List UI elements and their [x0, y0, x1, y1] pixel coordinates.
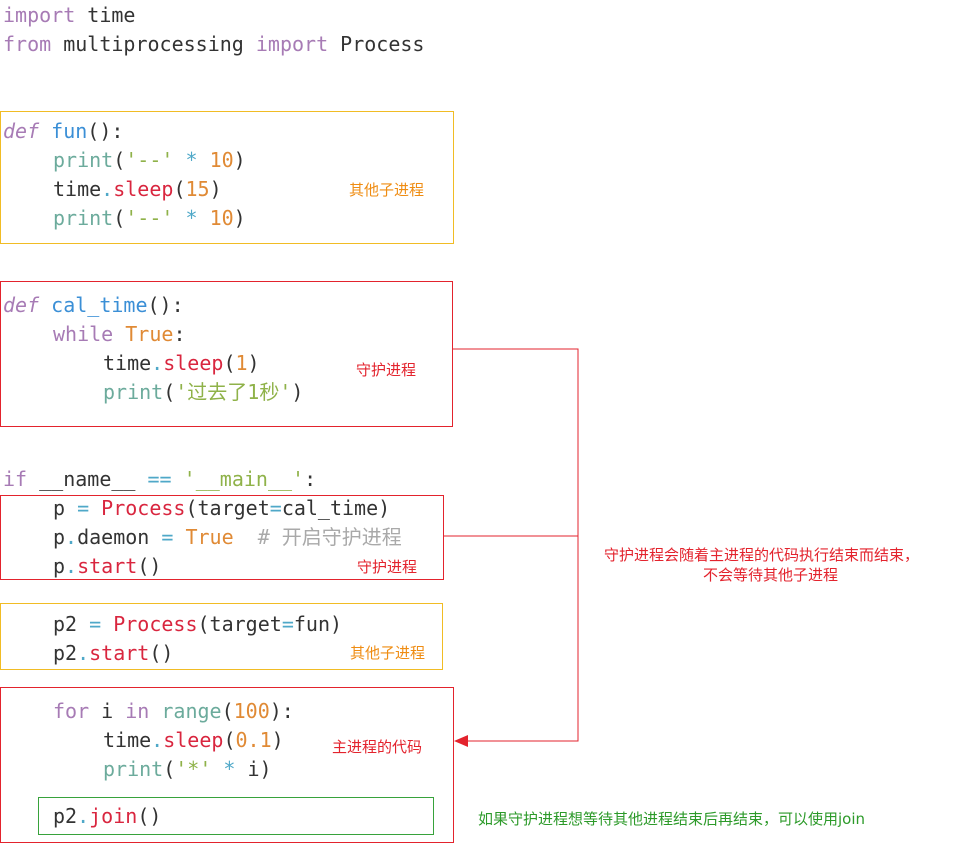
- code-line-p2-start: p2.start(): [53, 641, 174, 665]
- note-other-child-process-2: 其他子进程: [350, 644, 426, 662]
- code-line-fun-print-1: print('--' * 10): [53, 148, 246, 172]
- connector-line: [453, 348, 579, 742]
- code-line-import-time: import time: [3, 3, 136, 27]
- code-line-import-process: from multiprocessing import Process: [3, 32, 425, 56]
- note-daemon-process-2: 守护进程: [357, 558, 418, 576]
- note-daemon-explain-1: 守护进程会随着主进程的代码执行结束而结束，: [604, 546, 920, 564]
- daemon-process-box: [0, 495, 444, 580]
- code-line-for-print: print('*' * i): [103, 757, 272, 781]
- main-code-box: [0, 687, 454, 843]
- code-line-p-daemon: p.daemon = True # 开启守护进程: [53, 525, 402, 549]
- code-line-def-fun: def fun():: [3, 119, 124, 143]
- code-line-fun-sleep: time.sleep(15): [53, 177, 222, 201]
- code-line-cal-sleep: time.sleep(1): [103, 351, 260, 375]
- code-line-for: for i in range(100):: [53, 699, 294, 723]
- code-line-join: p2.join(): [53, 804, 162, 828]
- note-other-child-process-1: 其他子进程: [349, 181, 425, 199]
- cal-time-box: [0, 281, 453, 427]
- join-box: [38, 797, 434, 835]
- code-line-def-cal-time: def cal_time():: [3, 293, 184, 317]
- note-daemon-process-1: 守护进程: [356, 361, 417, 379]
- code-line-p-assign: p = Process(target=cal_time): [53, 496, 391, 520]
- fun-box: [0, 111, 454, 244]
- code-line-if-main: if __name__ == '__main__':: [3, 467, 317, 491]
- p2-process-box: [0, 603, 443, 670]
- note-main-process-code: 主进程的代码: [332, 738, 423, 756]
- code-line-cal-print: print('过去了1秒'): [103, 380, 304, 404]
- code-line-fun-print-2: print('--' * 10): [53, 206, 246, 230]
- code-line-for-sleep: time.sleep(0.1): [103, 728, 284, 752]
- note-daemon-explain-2: 不会等待其他子进程: [703, 566, 839, 584]
- arrow-head-icon: [454, 735, 468, 747]
- code-line-p2-assign: p2 = Process(target=fun): [53, 612, 343, 636]
- note-join-explain: 如果守护进程想等待其他进程结束后再结束，可以使用join: [478, 810, 866, 828]
- code-line-p-start: p.start(): [53, 554, 162, 578]
- code-line-while: while True:: [53, 322, 186, 346]
